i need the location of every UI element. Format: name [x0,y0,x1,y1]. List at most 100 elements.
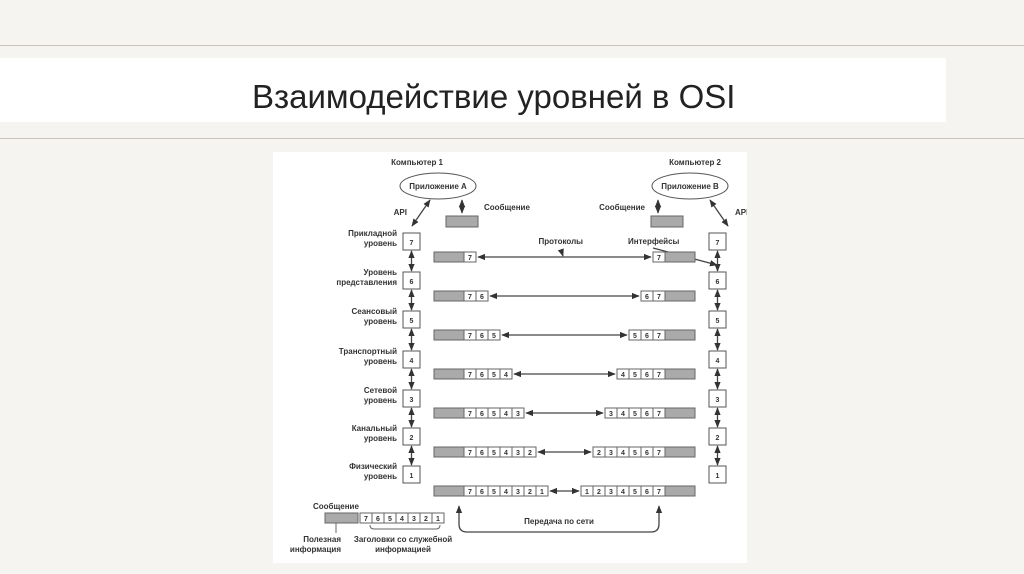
api-left-arrow [411,199,431,227]
packet-left-header-number: 2 [528,450,532,457]
layer-box-right-3 [708,389,727,408]
packet-right-header-number: 6 [645,333,649,340]
packet-left-header [487,329,501,341]
packet-left-header-number: 5 [492,450,496,457]
packet-right-header-number: 7 [657,372,661,379]
packet-left-header-number: 7 [468,411,472,418]
layer-label: Уровень [364,268,398,277]
packet-left-header [475,290,489,302]
top-rule [0,45,1024,46]
packet-left-header-number: 7 [468,255,472,262]
layer-box-left-5 [402,310,421,329]
layer-number-left: 2 [410,435,414,442]
packet-left-header-number: 4 [504,411,508,418]
packet-right-header [652,251,666,263]
layer-box-left-4 [402,350,421,369]
api-right-label: API [735,208,747,217]
legend-header-number: 6 [376,516,380,523]
layer-number-right: 2 [716,435,720,442]
layer-label: Прикладной [348,229,397,238]
packet-left-header-number: 3 [516,450,520,457]
packet-left-header-number: 4 [504,450,508,457]
packet-right-header-number: 2 [597,450,601,457]
layer-box-right-5 [708,310,727,329]
packet-right-header-number: 7 [657,294,661,301]
packet-right-header-number: 7 [657,333,661,340]
layer-number-right: 6 [716,279,720,286]
api-left-label: API [394,208,407,217]
packet-left-header-number: 5 [492,489,496,496]
title-band [0,58,946,122]
layer-label: представления [336,278,397,287]
packet-right-payload [664,407,696,419]
legend-header-number: 4 [400,516,404,523]
packet-left-payload [433,290,465,302]
packet-left-header [511,407,525,419]
packet-left-header-number: 3 [516,411,520,418]
packet-left-header [463,251,477,263]
interfaces-label: Интерфейсы [628,237,680,246]
legend-headers-label: Заголовки со служебной [354,535,452,544]
mid-rule [0,138,1024,139]
packet-right-header-number: 4 [621,372,625,379]
packet-left-header-number: 7 [468,294,472,301]
packet-right-header-number: 7 [657,255,661,262]
packet-right-header-number: 7 [657,450,661,457]
layer-number-left: 4 [410,358,414,365]
computer-1-label: Компьютер 1 [391,158,443,167]
packet-right-header [652,485,666,497]
legend-header-number: 3 [412,516,416,523]
api-right-arrow [709,199,729,227]
packet-left-header [499,368,513,380]
layer-number-right: 4 [716,358,720,365]
layer-number-left: 3 [410,397,414,404]
packet-right-header [652,407,666,419]
slide-title: Взаимодействие уровней в OSI [252,78,736,115]
layer-label: уровень [364,434,397,443]
packet-left-header-number: 5 [492,333,496,340]
protocols-label: Протоколы [538,237,583,246]
packet-left-header-number: 6 [480,372,484,379]
layer-label: Физический [349,462,397,471]
packet-left-header-number: 6 [480,450,484,457]
layer-box-right-6 [708,271,727,290]
packet-left-header-number: 7 [468,333,472,340]
packet-left-header-number: 1 [540,489,544,496]
packet-right-header-number: 5 [633,489,637,496]
layer-label: Сетевой [364,386,397,395]
layer-box-left-2 [402,427,421,446]
message-right-label: Сообщение [599,203,645,212]
packet-right-header-number: 6 [645,372,649,379]
packet-right-header-number: 5 [633,450,637,457]
packet-right-payload [664,446,696,458]
packet-left-header [523,446,537,458]
layer-box-left-1 [402,465,421,484]
packet-right-header-number: 4 [621,450,625,457]
legend-header-number: 5 [388,516,392,523]
layer-box-left-6 [402,271,421,290]
packet-left-header-number: 5 [492,411,496,418]
packet-right-header-number: 4 [621,411,625,418]
packet-left-header-number: 6 [480,411,484,418]
message-right-block [650,215,684,228]
packet-left-header-number: 4 [504,489,508,496]
layer-number-left: 6 [410,279,414,286]
layer-box-right-4 [708,350,727,369]
layer-box-left-7 [402,232,421,251]
packet-left-header-number: 4 [504,372,508,379]
packet-right-header-number: 6 [645,450,649,457]
legend-headers-brace [369,524,441,530]
packet-right-header-number: 3 [609,450,613,457]
layer-number-right: 3 [716,397,720,404]
packet-right-header [652,290,666,302]
legend-payload-label: Полезная [303,535,341,544]
app-a-label: Приложение A [409,182,467,191]
packet-right-payload [664,251,696,263]
app-a-ellipse [399,172,477,200]
packet-left-payload [433,329,465,341]
message-left-block [445,215,479,228]
legend-headers-label: информацией [375,545,431,554]
packet-left-header-number: 2 [528,489,532,496]
layer-number-right: 5 [716,318,720,325]
